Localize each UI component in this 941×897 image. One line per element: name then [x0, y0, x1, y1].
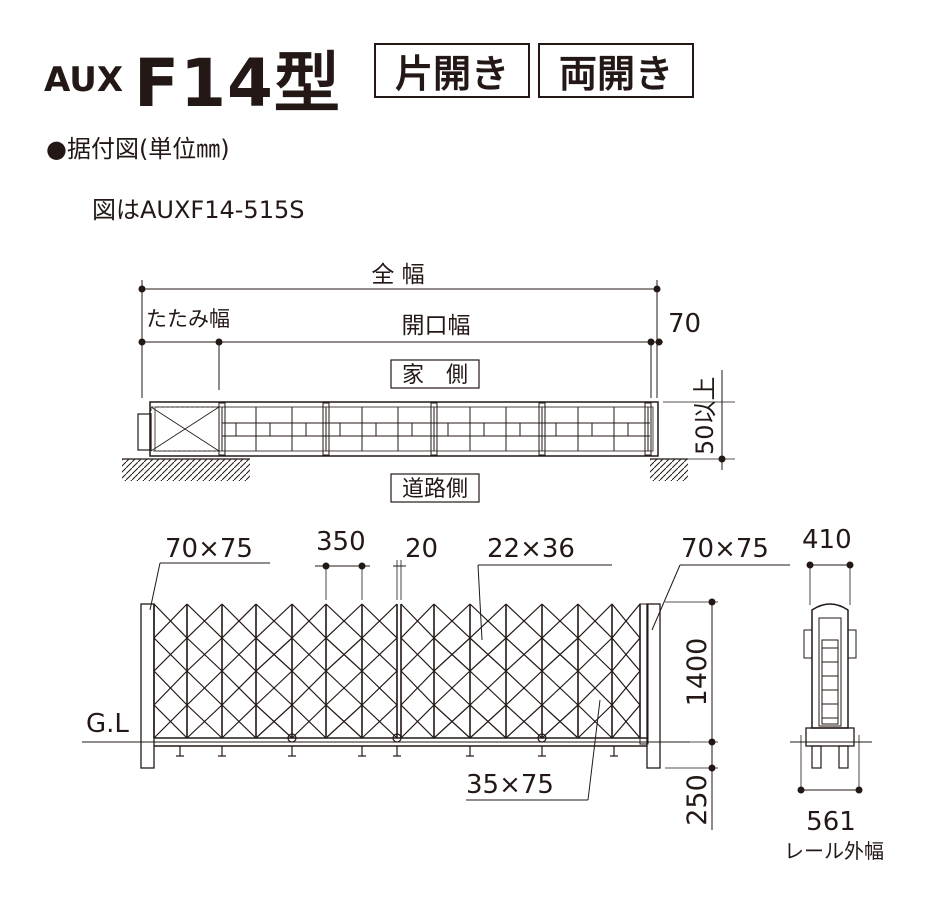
lattice-link [186, 603, 223, 639]
lattice-link [505, 637, 543, 672]
lattice-link [505, 704, 543, 739]
section-heading: ●据付図(単位㎜) [46, 135, 230, 163]
lattice-link [433, 704, 471, 739]
gap-dimension: 20 [405, 534, 438, 564]
lattice-link [505, 670, 543, 706]
lattice-link [541, 704, 579, 739]
lattice-link [577, 670, 613, 706]
lattice-link [577, 603, 613, 639]
lattice-link [221, 637, 257, 672]
model-title: F14型 [134, 45, 341, 122]
lattice-link [186, 670, 223, 706]
figure-note: 図はAUXF14-515S [92, 196, 305, 224]
height-dimension: 1400 [682, 638, 713, 707]
plan-post [218, 402, 226, 456]
lattice-link [153, 670, 188, 706]
depth-dimension: 410 [802, 525, 852, 555]
lattice-link [400, 637, 435, 672]
lattice-link [611, 670, 641, 706]
lattice-link [153, 603, 188, 639]
lattice-link [400, 603, 435, 639]
badge-single-open: 片開き [374, 43, 530, 98]
lattice-link [469, 704, 507, 739]
clearance-label: 50以上 [691, 376, 719, 455]
lattice-link [325, 637, 363, 672]
lattice-link [291, 704, 327, 739]
badge-double-open: 両開き [538, 43, 694, 98]
lattice-link [291, 637, 327, 672]
lattice-link [469, 670, 507, 706]
lattice-link [433, 603, 471, 639]
lattice-link [469, 637, 507, 672]
lattice-link [361, 704, 398, 739]
lattice-link [577, 704, 613, 739]
overall-width-label: 全 幅 [371, 262, 424, 288]
left-post-size: 70×75 [165, 534, 253, 564]
lattice-link [153, 704, 188, 739]
lattice-link [325, 603, 363, 639]
plan-post [538, 402, 546, 456]
lattice-link [255, 670, 293, 706]
lattice-link [361, 603, 398, 639]
lattice-link [541, 603, 579, 639]
lattice-link [611, 704, 641, 739]
front-view [82, 560, 790, 830]
lattice-link [153, 637, 188, 672]
lattice-link [611, 603, 641, 639]
lattice-link [541, 670, 579, 706]
lattice-link [577, 637, 613, 672]
lattice-link [255, 704, 293, 739]
lattice-link [611, 637, 641, 672]
series-prefix: AUX [44, 60, 124, 100]
plan-post [430, 402, 438, 456]
pitch-dimension: 350 [316, 527, 366, 557]
lattice-link [325, 704, 363, 739]
lattice-link [291, 670, 327, 706]
lattice-link [361, 670, 398, 706]
plan-post [644, 402, 652, 456]
rail-width-dimension: 561 [806, 807, 856, 837]
lattice-link [255, 637, 293, 672]
lattice-link [541, 637, 579, 672]
end-dimension: 70 [668, 309, 701, 339]
bottom-pipe-size: 35×75 [466, 770, 554, 800]
road-side-label: 道路側 [402, 477, 468, 502]
plan-post [322, 402, 330, 456]
lattice-link [400, 670, 435, 706]
lattice-link [221, 603, 257, 639]
embed-depth-dimension: 250 [682, 774, 713, 826]
side-view [790, 561, 872, 794]
lattice-link [433, 637, 471, 672]
lattice-link [469, 603, 507, 639]
lattice-link [186, 704, 223, 739]
folded-width-label: たたみ幅 [146, 307, 230, 331]
opening-width-label: 開口幅 [402, 313, 471, 339]
lattice-link [361, 637, 398, 672]
rail-width-label: レール外幅 [784, 839, 884, 863]
lattice-link [400, 704, 435, 739]
lattice-link [186, 637, 223, 672]
lattice-link [221, 670, 257, 706]
lattice-link [433, 670, 471, 706]
lattice-link [221, 704, 257, 739]
lattice-link [325, 670, 363, 706]
right-post-size: 70×75 [681, 534, 769, 564]
plan-view [122, 280, 735, 503]
house-side-label: 家 側 [402, 363, 468, 388]
lattice-link [255, 603, 293, 639]
lattice-link [505, 603, 543, 639]
lattice-link [291, 603, 327, 639]
pipe-size: 22×36 [487, 534, 575, 564]
ground-line-label: G.L [86, 709, 129, 739]
